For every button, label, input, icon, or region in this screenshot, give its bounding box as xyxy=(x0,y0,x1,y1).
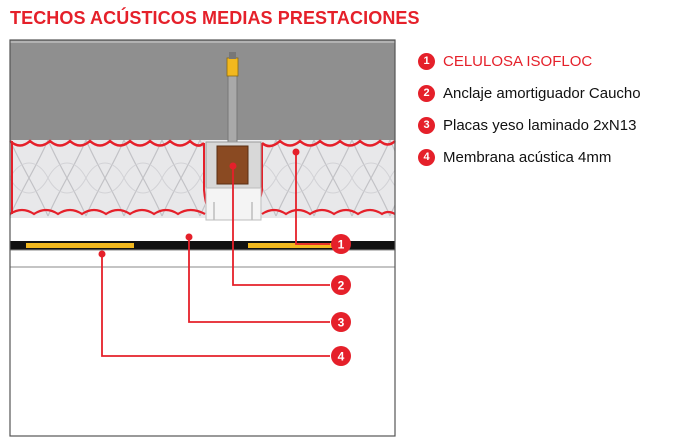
membrane-layer xyxy=(10,241,395,250)
callout-4-circle xyxy=(331,346,351,366)
callout-2: 2 xyxy=(331,275,351,295)
callout-1-label: 1 xyxy=(338,238,345,252)
membrane-strip-left xyxy=(26,243,134,248)
title: TECHOS ACÚSTICOS MEDIAS PRESTACIONES xyxy=(10,8,420,28)
callout-4-label: 4 xyxy=(338,350,345,364)
legend-number-4: 4 xyxy=(418,148,435,166)
legend-text-3: Placas yeso laminado 2xN13 xyxy=(443,116,637,134)
legend: 1 CELULOSA ISOFLOC 2 Anclaje amortiguado… xyxy=(418,50,641,178)
legend-text-4: Membrana acústica 4mm xyxy=(443,148,612,166)
legend-number-1: 1 xyxy=(418,52,435,70)
anchor-profile-flange xyxy=(213,202,253,220)
legend-item-2: 2 Anclaje amortiguador Caucho xyxy=(418,82,641,104)
leader-dot-3 xyxy=(185,233,193,241)
callout-1: 1 xyxy=(331,234,351,254)
leader-line-3 xyxy=(188,237,330,323)
leader-line-4 xyxy=(101,254,330,357)
legend-number-2: 2 xyxy=(418,84,435,102)
celulosa-layer-right xyxy=(262,140,395,218)
legend-item-3: 3 Placas yeso laminado 2xN13 xyxy=(418,114,641,136)
leader-dot-1 xyxy=(292,148,300,156)
celulosa-layer-left xyxy=(10,140,205,218)
callout-2-label: 2 xyxy=(338,279,345,293)
leader-line-2 xyxy=(232,166,330,286)
legend-text-1: CELULOSA ISOFLOC xyxy=(443,52,593,70)
leader-dot-2 xyxy=(229,162,237,170)
legend-item-1: 1 CELULOSA ISOFLOC xyxy=(418,50,641,72)
callout-3-circle xyxy=(331,312,351,332)
callout-4: 4 xyxy=(331,346,351,366)
concrete-slab xyxy=(10,40,395,140)
room-outline xyxy=(9,39,396,437)
leader-line-1 xyxy=(295,152,330,245)
legend-number-3: 3 xyxy=(418,116,435,134)
legend-text-2: Anclaje amortiguador Caucho xyxy=(443,84,641,102)
anchor-rod-top xyxy=(229,52,236,59)
celulosa-outline-bottom xyxy=(9,208,206,216)
anchor-rod-tip xyxy=(226,57,239,77)
membrane-strip-right xyxy=(248,243,334,248)
callout-1-circle xyxy=(331,234,351,254)
callout-3-label: 3 xyxy=(338,316,345,330)
celulosa-outline-top-right xyxy=(261,139,396,148)
legend-item-4: 4 Membrana acústica 4mm xyxy=(418,146,641,168)
callout-3: 3 xyxy=(331,312,351,332)
celulosa-outline-top xyxy=(9,139,205,147)
leader-dot-4 xyxy=(98,250,106,258)
callout-2-circle xyxy=(331,275,351,295)
celulosa-outline-bottom-right xyxy=(261,208,396,216)
